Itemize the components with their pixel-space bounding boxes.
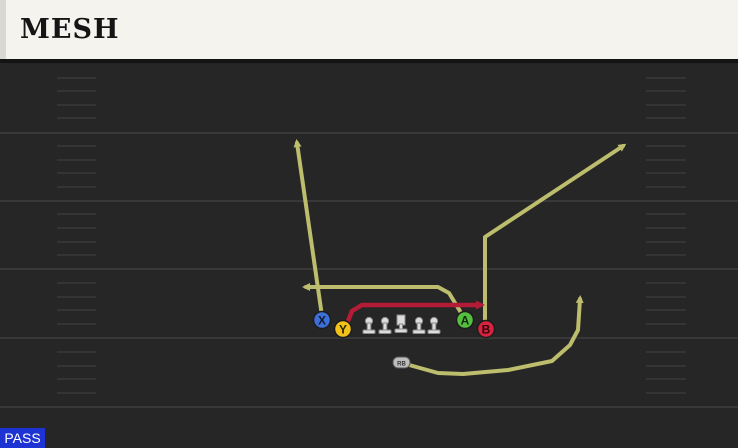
header-divider <box>0 59 738 63</box>
player-y-label: Y <box>339 323 347 337</box>
hash-marks-right <box>646 77 686 394</box>
player-a-label: A <box>461 314 470 328</box>
left-guard-icon <box>378 316 392 334</box>
route-y-mesh-primary <box>343 300 485 329</box>
play-field: X Y A B RB <box>0 77 738 408</box>
center-icon <box>394 314 408 333</box>
offensive-line <box>362 314 441 334</box>
player-b-label: B <box>482 323 491 337</box>
header-accent-bar <box>0 0 6 59</box>
rb-icon <box>392 356 411 369</box>
route-a-drag <box>302 283 465 318</box>
player-a[interactable]: A <box>455 310 475 330</box>
player-rb[interactable]: RB <box>392 356 411 369</box>
x-button-icon <box>312 310 332 330</box>
player-x-label: X <box>318 314 326 328</box>
left-tackle-icon <box>362 316 376 334</box>
route-x-go <box>293 139 324 318</box>
player-b[interactable]: B <box>476 319 496 339</box>
play-title: MESH <box>20 14 120 45</box>
a-button-icon <box>455 310 475 330</box>
route-b-corner <box>483 143 627 326</box>
route-rb-wheel <box>400 295 584 376</box>
player-rb-label: RB <box>397 362 406 368</box>
y-button-icon <box>333 319 353 339</box>
player-y[interactable]: Y <box>333 319 353 339</box>
b-button-icon <box>476 319 496 339</box>
right-tackle-icon <box>427 316 441 334</box>
play-header: MESH <box>0 0 738 59</box>
player-x[interactable]: X <box>312 310 332 330</box>
hash-marks-left <box>57 77 96 394</box>
play-type-badge: PASS <box>0 428 45 448</box>
yard-lines <box>0 132 738 408</box>
right-guard-icon <box>412 316 426 334</box>
